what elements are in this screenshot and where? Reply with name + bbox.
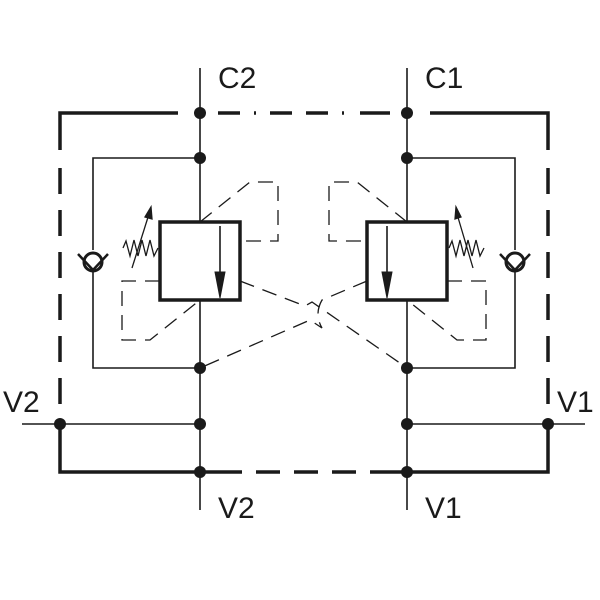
check-valve-icon xyxy=(77,251,109,273)
flow-arrow-icon xyxy=(214,271,226,299)
junction-dot-icon xyxy=(194,107,206,119)
junction-dot-icon xyxy=(194,466,206,478)
junction-dot-icon xyxy=(194,418,206,430)
main-flow-lines xyxy=(22,68,585,510)
junction-dot-icon xyxy=(401,107,413,119)
port-label-v1-bottom: V1 xyxy=(425,492,462,525)
port-label-c1-top: C1 xyxy=(425,62,463,95)
check-valve-icon xyxy=(499,251,531,273)
pilot-lines xyxy=(121,181,487,369)
junction-dot-icon xyxy=(401,466,413,478)
junction-dot-icon xyxy=(401,418,413,430)
flow-arrow-icon xyxy=(381,271,393,299)
right-bypass-loop xyxy=(407,157,516,369)
junction-dot-icon xyxy=(401,152,413,164)
port-label-v2-left: V2 xyxy=(3,386,40,419)
left-bypass-loop xyxy=(92,157,200,369)
junction-dot-icon xyxy=(542,418,554,430)
right-valve-body xyxy=(365,220,449,302)
valve-housing-outline xyxy=(58,111,550,474)
junction-dots xyxy=(54,107,554,478)
adjustable-spring-icon xyxy=(122,204,159,269)
junction-dot-icon xyxy=(194,362,206,374)
bypass-loops xyxy=(92,157,516,369)
left-valve-body xyxy=(158,220,242,302)
port-label-c2-top: C2 xyxy=(218,62,256,95)
port-label-v1-right: V1 xyxy=(557,386,594,419)
junction-dot-icon xyxy=(54,418,66,430)
junction-dot-icon xyxy=(401,362,413,374)
adjustable-spring-icon xyxy=(448,204,485,269)
junction-dot-icon xyxy=(194,152,206,164)
port-label-v2-bottom: V2 xyxy=(218,492,255,525)
